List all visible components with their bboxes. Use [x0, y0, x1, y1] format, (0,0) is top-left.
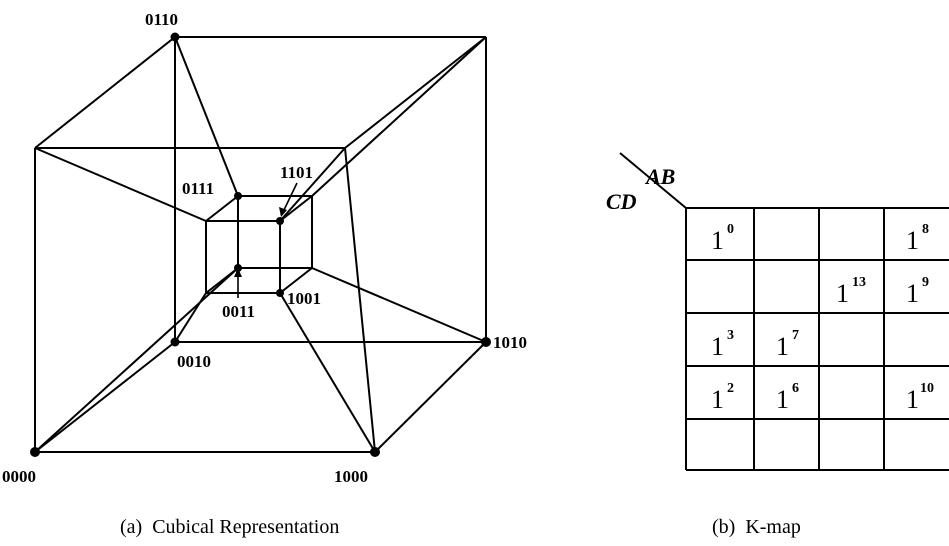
- arrow-1101: [282, 182, 298, 213]
- cube-diagram: 0110 0111 1101 0011 1001 0010 1010 0000 …: [2, 10, 527, 538]
- vertex-dot-0111: [234, 192, 242, 200]
- kmap-cell-r0-c3: 1 8: [906, 222, 929, 255]
- vertex-dot-1000: [370, 447, 380, 457]
- kmap-cell-r3-c3: 1 10: [906, 381, 934, 414]
- svg-text:8: 8: [922, 222, 929, 237]
- vertex-label-1000: 1000: [334, 467, 368, 486]
- svg-text:0: 0: [727, 222, 734, 237]
- vertex-label-0110: 0110: [145, 10, 178, 29]
- svg-text:13: 13: [852, 275, 866, 290]
- vertex-label-0000: 0000: [2, 467, 36, 486]
- vertex-label-1010: 1010: [493, 333, 527, 352]
- inner-cube-edges: [205, 195, 313, 294]
- svg-text:1: 1: [906, 279, 919, 308]
- svg-text:2: 2: [727, 381, 734, 396]
- kmap-cell-r0-c0: 1 0: [711, 222, 734, 255]
- svg-text:1: 1: [776, 332, 789, 361]
- vertex-dot-1001: [276, 289, 284, 297]
- kmap-cell-r2-c1: 1 7: [776, 328, 799, 361]
- connecting-edges: [34, 36, 487, 453]
- vertex-dot-0110: [170, 32, 180, 42]
- kmap-cell-r2-c0: 1 3: [711, 328, 734, 361]
- svg-text:10: 10: [920, 381, 934, 396]
- svg-text:1: 1: [906, 385, 919, 414]
- svg-text:6: 6: [792, 381, 799, 396]
- vertex-dot-1101: [276, 217, 284, 225]
- svg-text:1: 1: [711, 226, 724, 255]
- outer-cube-edges: [34, 36, 487, 453]
- vertex-dot-0010: [170, 337, 180, 347]
- kmap: AB CD 1 0 1 8 1 13 1: [606, 152, 949, 538]
- svg-text:3: 3: [727, 328, 734, 343]
- cube-caption: (a) Cubical Representation: [120, 516, 339, 538]
- vertex-dot-1010: [481, 337, 491, 347]
- pointer-arrows: [234, 182, 298, 298]
- vertex-label-1001: 1001: [287, 289, 321, 308]
- svg-text:1: 1: [711, 332, 724, 361]
- kmap-cell-r1-c3: 1 9: [906, 275, 929, 308]
- kmap-row-header: CD: [606, 189, 637, 214]
- svg-text:1: 1: [906, 226, 919, 255]
- svg-text:1: 1: [711, 385, 724, 414]
- vertex-label-0011: 0011: [222, 302, 255, 321]
- kmap-col-header: AB: [644, 164, 675, 189]
- kmap-cell-r1-c2: 1 13: [836, 275, 866, 308]
- kmap-cell-r3-c1: 1 6: [776, 381, 799, 414]
- vertex-label-1101: 1101: [280, 163, 313, 182]
- vertex-label-0111: 0111: [182, 179, 214, 198]
- svg-text:1: 1: [836, 279, 849, 308]
- kmap-caption: (b) K-map: [712, 516, 801, 538]
- vertex-dot-0000: [30, 447, 40, 457]
- vertex-label-0010: 0010: [177, 352, 211, 371]
- vertex-dots: [30, 32, 491, 457]
- kmap-header-diagonal: [619, 152, 687, 209]
- svg-text:7: 7: [792, 328, 799, 343]
- kmap-cell-r3-c0: 1 2: [711, 381, 734, 414]
- kmap-grid: [685, 207, 949, 471]
- svg-text:1: 1: [776, 385, 789, 414]
- svg-text:9: 9: [922, 275, 929, 290]
